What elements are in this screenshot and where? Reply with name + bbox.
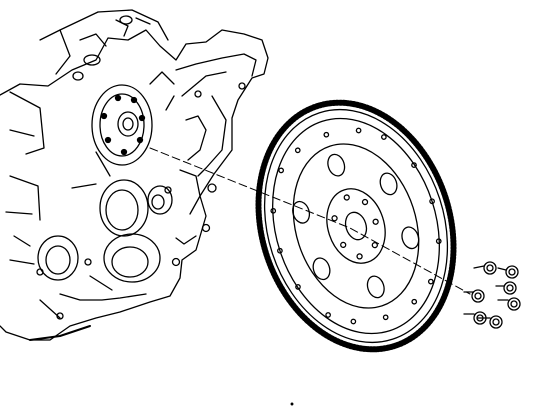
flexplate (255, 99, 457, 353)
bolt-4 (463, 289, 485, 303)
flexplate-hub (326, 188, 386, 264)
bolt-3 (495, 281, 517, 295)
engine-block (0, 9, 269, 341)
bolt-2 (497, 265, 519, 279)
stray-mark (290, 402, 294, 406)
bolt-7 (477, 315, 503, 329)
bolt-5 (497, 297, 521, 311)
crankshaft-flange (91, 84, 153, 166)
ring-gear (255, 99, 457, 353)
alignment-line (149, 147, 471, 295)
bolt-1 (473, 261, 497, 275)
bolts (463, 261, 521, 329)
